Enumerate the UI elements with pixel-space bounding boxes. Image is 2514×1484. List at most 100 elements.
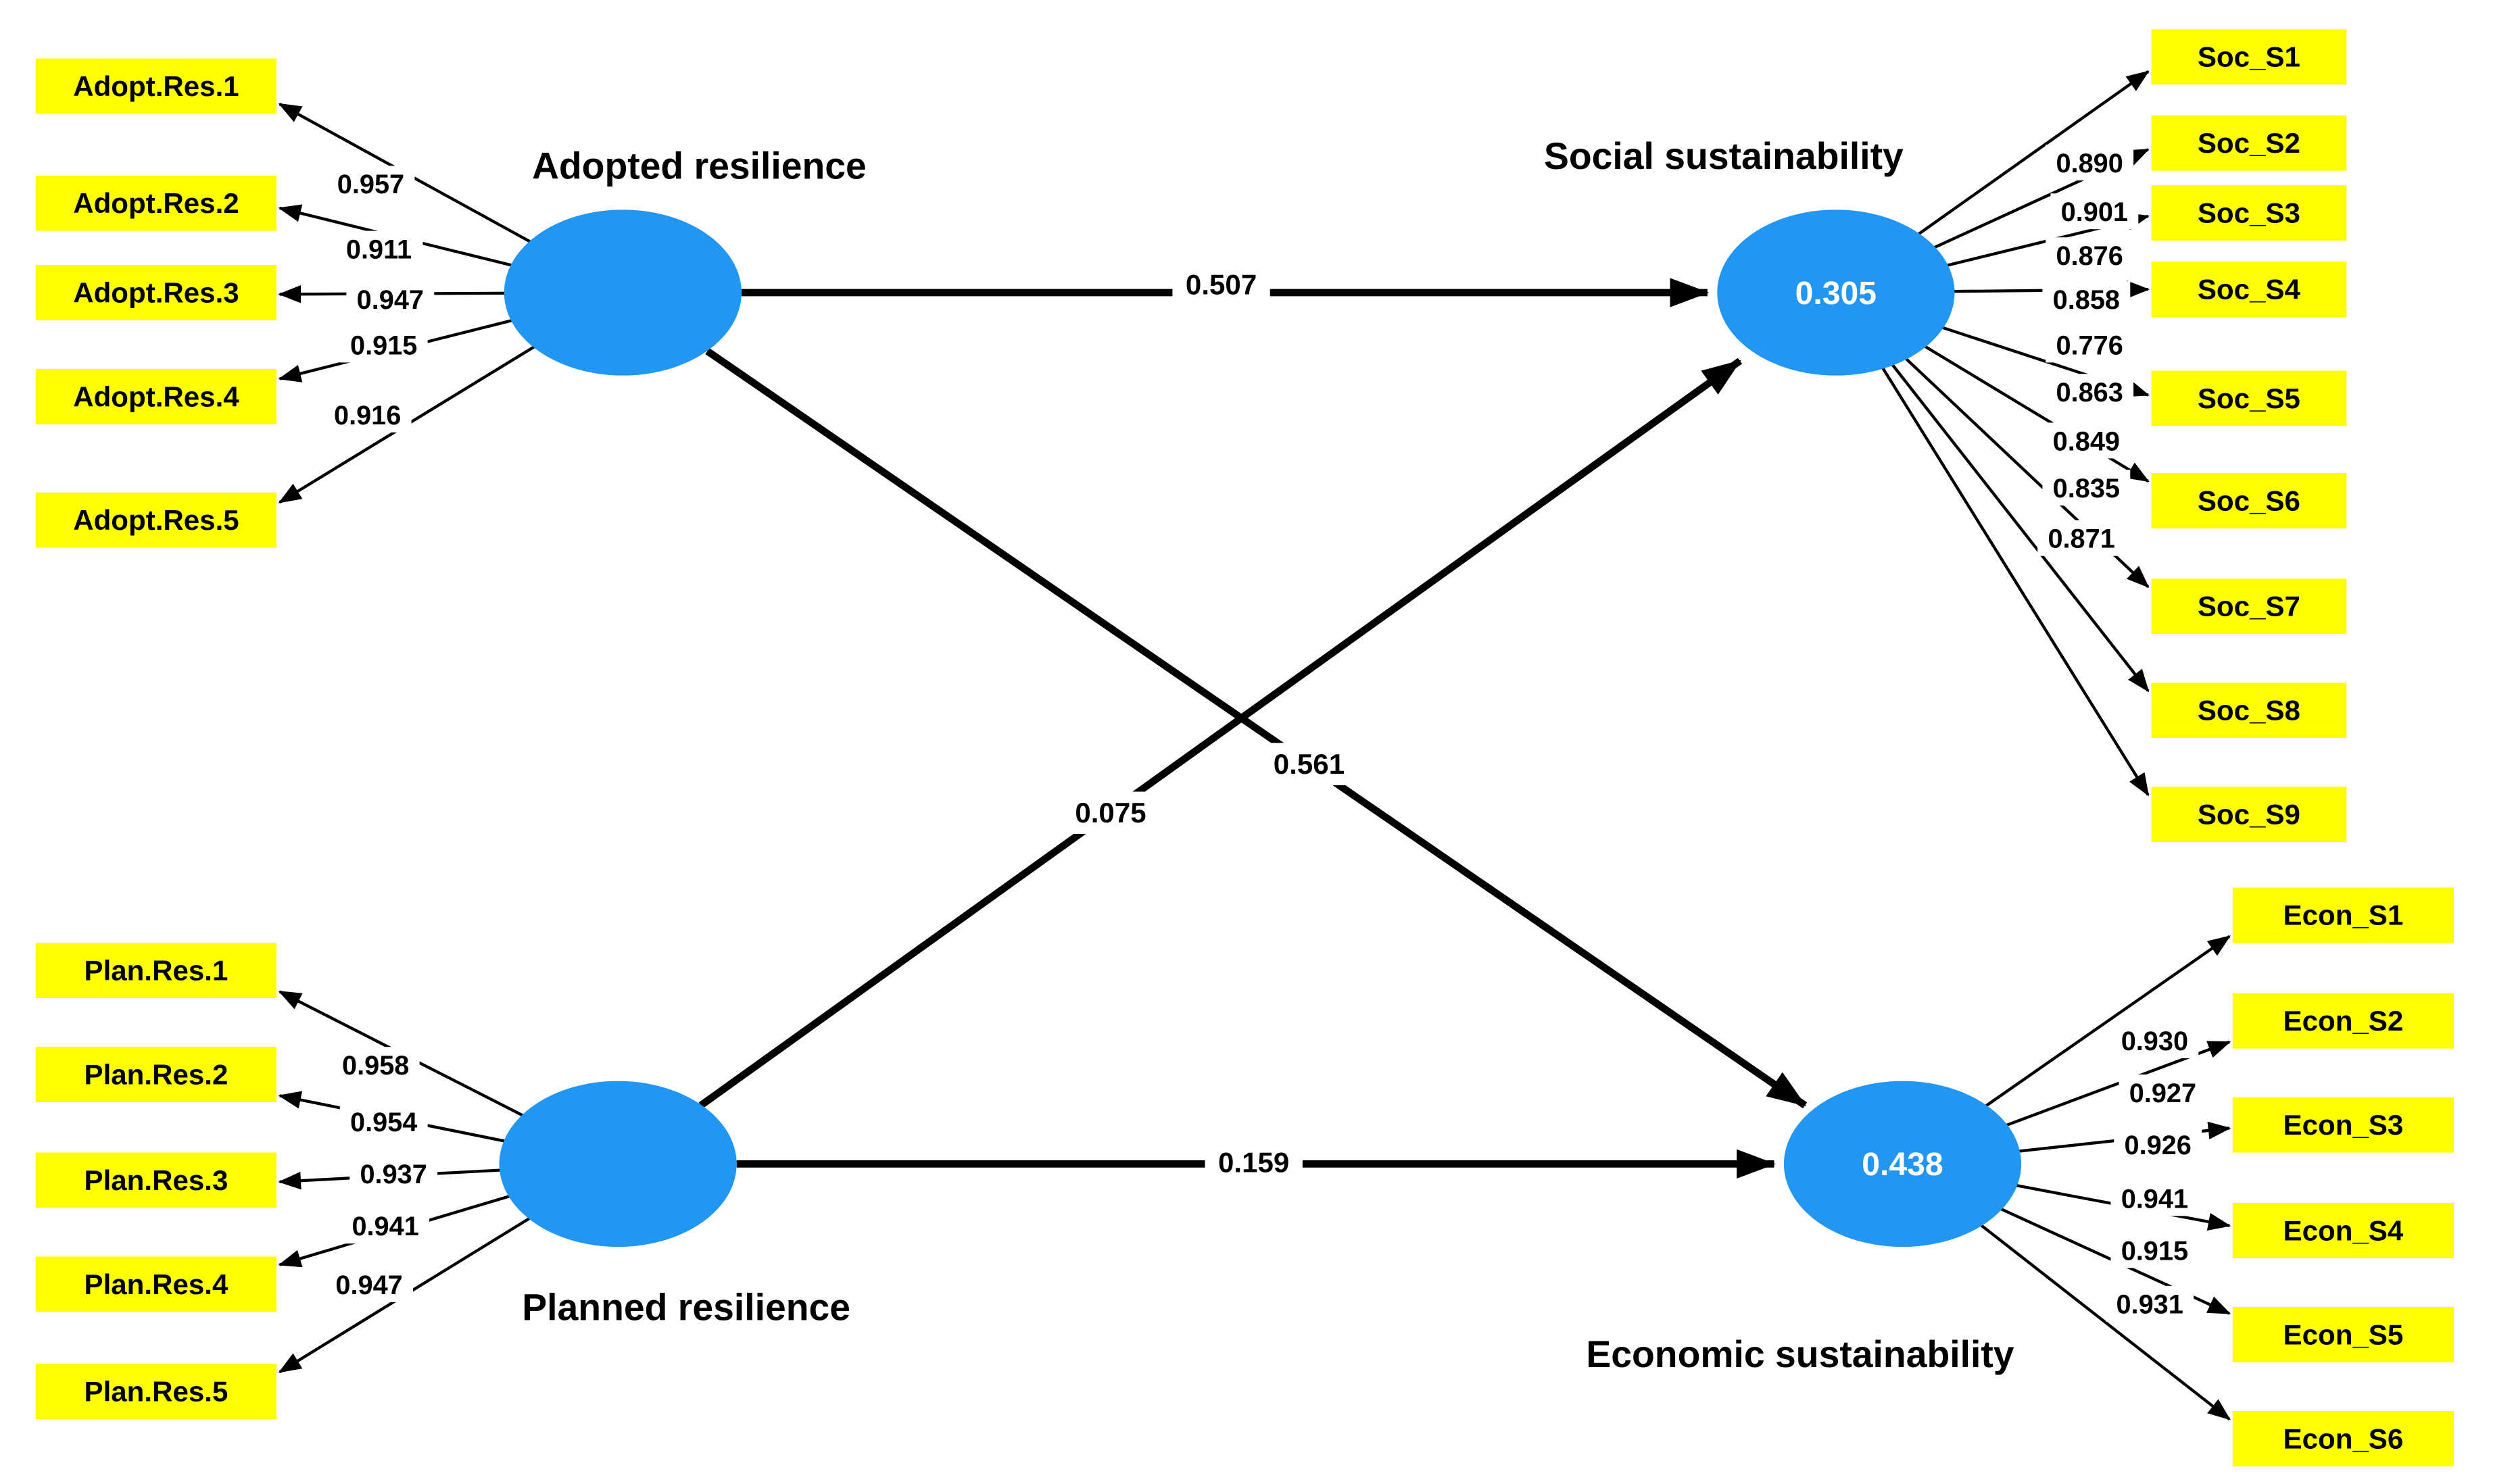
indicator-plan-res-3[interactable] xyxy=(35,1152,276,1208)
indicator-soc-s8[interactable] xyxy=(2151,683,2347,739)
indicator-label: Soc_S1 xyxy=(2198,41,2300,73)
loading-value: 0.876 xyxy=(2056,241,2123,271)
indicator-label: Econ_S3 xyxy=(2283,1109,2404,1141)
indicator-econ-s6[interactable] xyxy=(2232,1411,2454,1466)
indicator-econ-s2[interactable] xyxy=(2232,993,2454,1049)
indicator-soc-s6[interactable] xyxy=(2151,473,2347,528)
indicator-label: Econ_S2 xyxy=(2283,1005,2404,1037)
loading-value: 0.937 xyxy=(360,1160,427,1189)
loading-label-bg xyxy=(2042,422,2131,459)
loading-value: 0.915 xyxy=(2121,1236,2188,1266)
indicator-econ-s5[interactable] xyxy=(2232,1307,2454,1362)
construct-economic-sustainability[interactable] xyxy=(1783,1081,2022,1247)
path-coefficient-adopted-to-social: 0.507 xyxy=(1186,268,1257,300)
loading-label-bg xyxy=(349,1156,438,1192)
loading-value: 0.863 xyxy=(2056,378,2123,407)
loading-value: 0.915 xyxy=(350,330,417,360)
loading-label-bg xyxy=(2110,1022,2199,1059)
loading-label-bg xyxy=(2042,281,2131,318)
loading-value: 0.911 xyxy=(346,234,412,264)
indicator-label: Econ_S4 xyxy=(2283,1214,2404,1246)
loading-label-bg xyxy=(335,230,423,267)
loading-label-bg xyxy=(2046,145,2134,181)
loading-value: 0.916 xyxy=(334,401,401,430)
indicator-plan-res-1[interactable] xyxy=(35,943,276,999)
indicator-group-economic: Econ_S1 Econ_S2 Econ_S3 Econ_S4 Econ_S5 … xyxy=(2232,887,2454,1466)
loading-value: 0.871 xyxy=(2048,524,2114,554)
indicator-soc-s7[interactable] xyxy=(2151,578,2347,635)
indicator-label: Plan.Res.5 xyxy=(84,1376,228,1408)
indicator-label: Adopt.Res.3 xyxy=(73,276,239,308)
indicator-soc-s3[interactable] xyxy=(2151,185,2347,241)
indicator-label: Plan.Res.3 xyxy=(84,1164,228,1196)
indicator-label: Soc_S3 xyxy=(2198,197,2300,229)
indicator-econ-s4[interactable] xyxy=(2232,1203,2454,1258)
loading-arrow-soc-s9 xyxy=(1835,291,2150,797)
path-coefficient-bg xyxy=(1172,263,1270,306)
indicator-econ-s3[interactable] xyxy=(2232,1097,2454,1153)
indicator-adopt-res-3[interactable] xyxy=(35,265,276,320)
loading-label-bg xyxy=(2106,1285,2194,1322)
loading-value: 0.931 xyxy=(2116,1290,2183,1320)
loading-value: 0.947 xyxy=(357,285,424,315)
loading-value: 0.930 xyxy=(2121,1027,2188,1056)
loading-label-bg xyxy=(2042,470,2131,506)
path-coefficient-bg xyxy=(1205,1141,1303,1184)
loading-values: 0.957 0.911 0.947 0.915 0.916 0.958 0.95… xyxy=(323,145,2207,1322)
loading-label-bg xyxy=(325,1266,414,1302)
indicator-soc-s2[interactable] xyxy=(2151,115,2347,171)
indicator-label: Soc_S6 xyxy=(2198,485,2300,516)
indicator-label: Soc_S4 xyxy=(2198,274,2301,305)
path-coefficient-planned-to-social: 0.075 xyxy=(1075,797,1146,828)
loading-label-bg xyxy=(2046,237,2134,274)
loading-label-bg xyxy=(2110,1180,2199,1216)
indicator-label: Econ_S6 xyxy=(2283,1423,2404,1454)
loading-value: 0.941 xyxy=(352,1212,418,1241)
indicator-label: Soc_S7 xyxy=(2198,591,2300,622)
indicator-label: Soc_S9 xyxy=(2198,799,2300,831)
construct-title-planned: Planned resilience xyxy=(522,1286,850,1328)
indicator-label: Adopt.Res.4 xyxy=(73,380,239,412)
loading-label-bg xyxy=(2037,520,2126,556)
indicator-label: Soc_S8 xyxy=(2198,695,2300,726)
loading-label-bg xyxy=(2046,374,2134,410)
indicator-plan-res-4[interactable] xyxy=(35,1256,276,1312)
construct-adopted-resilience[interactable] xyxy=(504,209,742,376)
loading-value: 0.941 xyxy=(2121,1184,2188,1214)
indicator-plan-res-2[interactable] xyxy=(35,1047,276,1102)
loading-value: 0.890 xyxy=(2056,149,2123,178)
indicator-soc-s1[interactable] xyxy=(2151,29,2347,85)
indicator-soc-s9[interactable] xyxy=(2151,787,2347,843)
loading-label-bg xyxy=(2110,1232,2199,1268)
loading-label-bg xyxy=(323,396,412,432)
loading-value: 0.901 xyxy=(2061,197,2128,227)
loading-value: 0.954 xyxy=(350,1108,417,1137)
indicator-adopt-res-2[interactable] xyxy=(35,175,276,231)
loading-label-bg xyxy=(327,166,415,202)
indicator-adopt-res-5[interactable] xyxy=(35,492,276,548)
path-coefficient-bg xyxy=(1255,743,1363,785)
indicator-adopt-res-1[interactable] xyxy=(35,58,276,114)
indicator-soc-s4[interactable] xyxy=(2151,262,2347,318)
construct-planned-resilience[interactable] xyxy=(499,1081,737,1247)
indicator-label: Soc_S5 xyxy=(2198,382,2300,414)
indicator-soc-s5[interactable] xyxy=(2151,370,2347,426)
indicator-plan-res-5[interactable] xyxy=(35,1364,276,1420)
loading-label-bg xyxy=(2114,1127,2202,1162)
loading-value: 0.957 xyxy=(337,170,404,199)
loading-label-bg xyxy=(341,1208,430,1244)
loading-label-bg xyxy=(2046,326,2134,363)
path-coefficient-bg xyxy=(1057,791,1165,835)
indicator-econ-s1[interactable] xyxy=(2232,887,2454,943)
path-arrow-planned-to-social xyxy=(698,357,1743,1109)
indicator-label: Plan.Res.1 xyxy=(84,955,228,987)
indicator-adopt-res-4[interactable] xyxy=(35,369,276,424)
loading-value: 0.776 xyxy=(2056,330,2123,360)
loading-label-bg xyxy=(2050,193,2139,230)
r-squared-economic: 0.438 xyxy=(1862,1146,1943,1183)
construct-social-sustainability[interactable] xyxy=(1717,209,1955,376)
loading-value: 0.858 xyxy=(2053,285,2120,315)
path-coefficient-planned-to-economic: 0.159 xyxy=(1218,1146,1289,1178)
construct-title-adopted: Adopted resilience xyxy=(532,145,867,187)
